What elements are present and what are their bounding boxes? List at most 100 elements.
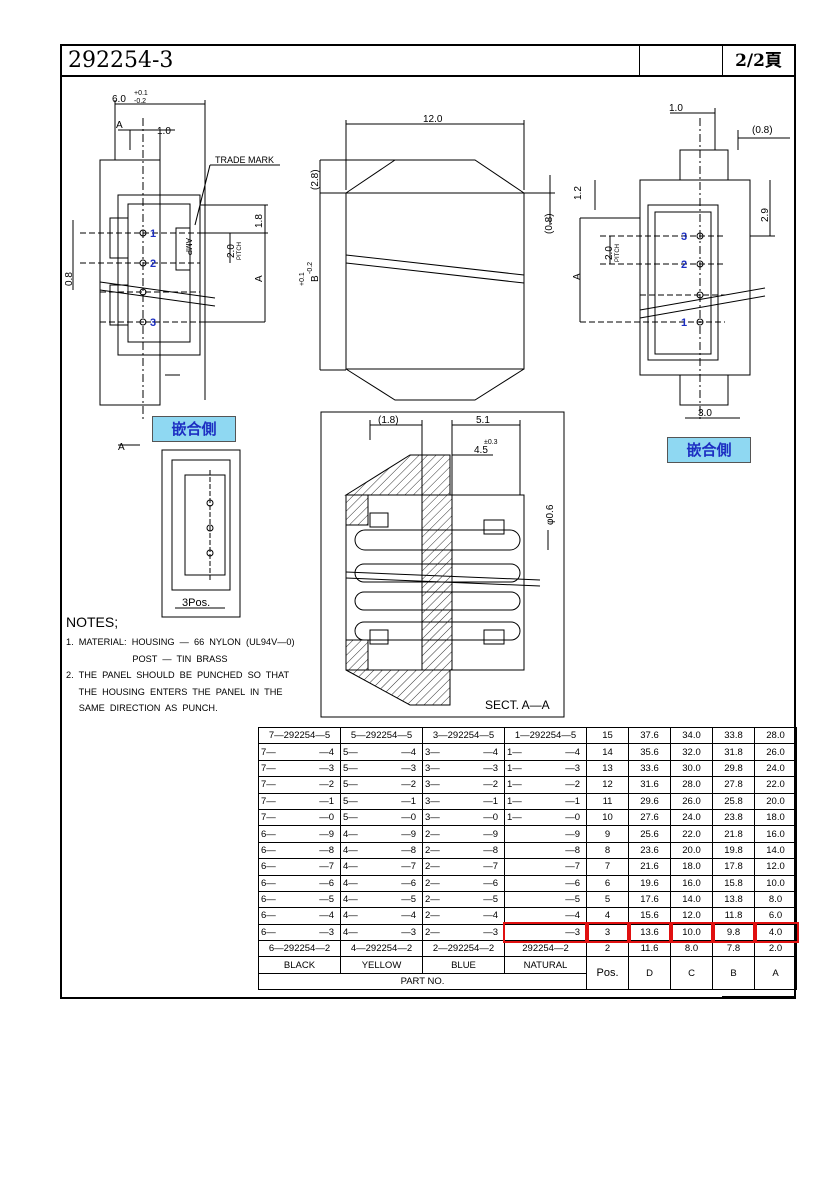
section-view [320, 411, 565, 718]
part-cell-blue: 3——2 [422, 776, 505, 794]
dim-cell-b: 15.8 [712, 874, 755, 892]
dim-cell-a: 12.0 [754, 858, 797, 876]
amp-mark: AMP [184, 238, 193, 255]
dim-cell-a: 20.0 [754, 792, 797, 810]
mating-side-label-left: 嵌合側 [152, 416, 236, 442]
dim-12-0: 12.0 [423, 114, 443, 125]
part-cell-black: 7——2 [258, 776, 341, 794]
dim-cell-d: 35.6 [628, 743, 671, 761]
dim-cell-c: 22.0 [670, 825, 713, 843]
dim-header: C [670, 956, 713, 991]
dim-cell-d: 17.6 [628, 890, 671, 909]
dim-cell-pos: 8 [586, 841, 629, 860]
part-cell-natural: —3 [502, 922, 589, 943]
dim-1-8: 1.8 [254, 214, 265, 228]
dim-cell-pos: 4 [586, 907, 629, 925]
pos-3-right: 3 [681, 231, 687, 243]
dim-1-8-section: (1.8) [378, 415, 399, 426]
part-cell-black: 6——3 [258, 923, 341, 942]
part-cell-yellow: 5——4 [340, 743, 423, 761]
part-cell-blue: 3——1 [422, 792, 505, 810]
dim-cell-b: 31.8 [712, 743, 755, 761]
center-view [319, 120, 555, 401]
dim-cell-d: 23.6 [628, 841, 671, 860]
title-block: 292254-3 2/2頁 [60, 44, 796, 77]
part-cell-natural: 292254—2 [504, 940, 587, 958]
note-line: SAME DIRECTION AS PUNCH. [66, 703, 218, 713]
dim-cell-d: 13.6 [626, 922, 673, 943]
dim-cell-d: 11.6 [628, 940, 671, 958]
part-cell-yellow: 4——3 [340, 923, 423, 942]
right-view [579, 108, 790, 420]
three-pos-sketch [161, 449, 241, 618]
part-cell-black: 6——7 [258, 858, 341, 876]
dim-cell-d: 29.6 [628, 792, 671, 810]
part-cell-yellow: 4——5 [340, 890, 423, 909]
dim-cell-a: 22.0 [754, 776, 797, 794]
note-line: POST — TIN BRASS [66, 653, 228, 664]
dim-cell-pos: 9 [586, 825, 629, 843]
part-cell-blue: 3——4 [422, 743, 505, 761]
part-cell-natural: 1—292254—5 [504, 726, 587, 745]
dim-0-8-right: (0.8) [752, 125, 773, 136]
dim-cell-d: 31.6 [628, 776, 671, 794]
dim-cell-pos: 15 [586, 726, 629, 745]
dim-width-base: 6.0 [112, 94, 126, 105]
dim-cell-c: 16.0 [670, 874, 713, 892]
dim-cell-c: 34.0 [670, 726, 713, 745]
dim-cell-c: 18.0 [670, 858, 713, 876]
dim-0-8-center: (0.8) [544, 213, 555, 234]
dim-cell-d: 37.6 [628, 726, 671, 745]
dim-5-1: 5.1 [476, 415, 490, 426]
part-cell-natural: 1——4 [504, 743, 587, 761]
dim-cell-a: 8.0 [754, 890, 797, 909]
part-cell-black: 7——4 [258, 743, 341, 761]
dim-a-right: A [572, 273, 583, 280]
part-cell-black: 7——0 [258, 808, 341, 827]
dim-cell-d: 21.6 [628, 858, 671, 876]
dim-cell-c: 12.0 [670, 907, 713, 925]
part-cell-blue: 2——4 [422, 907, 505, 925]
dim-cell-a: 26.0 [754, 743, 797, 761]
part-cell-natural: —7 [504, 858, 587, 876]
part-cell-natural: —8 [504, 841, 587, 860]
part-cell-natural: —9 [504, 825, 587, 843]
dim-b-base: B [310, 275, 321, 282]
dim-cell-pos: 11 [586, 792, 629, 810]
dim-cell-b: 11.8 [712, 907, 755, 925]
dim-cell-c: 14.0 [670, 890, 713, 909]
part-cell-natural: —6 [504, 874, 587, 892]
left-view [72, 100, 280, 446]
dim-cell-a: 16.0 [754, 825, 797, 843]
dim-cell-b: 9.8 [710, 922, 757, 943]
dim-cell-c: 32.0 [670, 743, 713, 761]
dim-cell-pos: 6 [586, 874, 629, 892]
pitch-left: PITCH [237, 242, 243, 260]
part-cell-yellow: 4—292254—2 [340, 940, 423, 958]
dim-cell-c: 10.0 [668, 922, 715, 943]
trade-mark-label: TRADE MARK [215, 155, 274, 165]
part-cell-black: 6——9 [258, 825, 341, 843]
section-label: SECT. A—A [485, 698, 550, 712]
dim-2-0-right: 2.0 [604, 246, 615, 260]
notes-block: NOTES; 1. MATERIAL: HOUSING — 66 NYLON (… [66, 614, 326, 717]
color-header: BLACK [258, 956, 341, 974]
part-cell-natural: 1——3 [504, 759, 587, 778]
note-line: 2. THE PANEL SHOULD BE PUNCHED SO THAT [66, 670, 290, 680]
part-cell-blue: 2——5 [422, 890, 505, 909]
pos-3-left: 3 [150, 317, 156, 329]
part-cell-yellow: 5——2 [340, 776, 423, 794]
dim-cell-c: 20.0 [670, 841, 713, 860]
dim-cell-b: 19.8 [712, 841, 755, 860]
dim-4-5: 4.5 [474, 445, 488, 456]
part-cell-yellow: 4——8 [340, 841, 423, 860]
dim-cell-a: 14.0 [754, 841, 797, 860]
